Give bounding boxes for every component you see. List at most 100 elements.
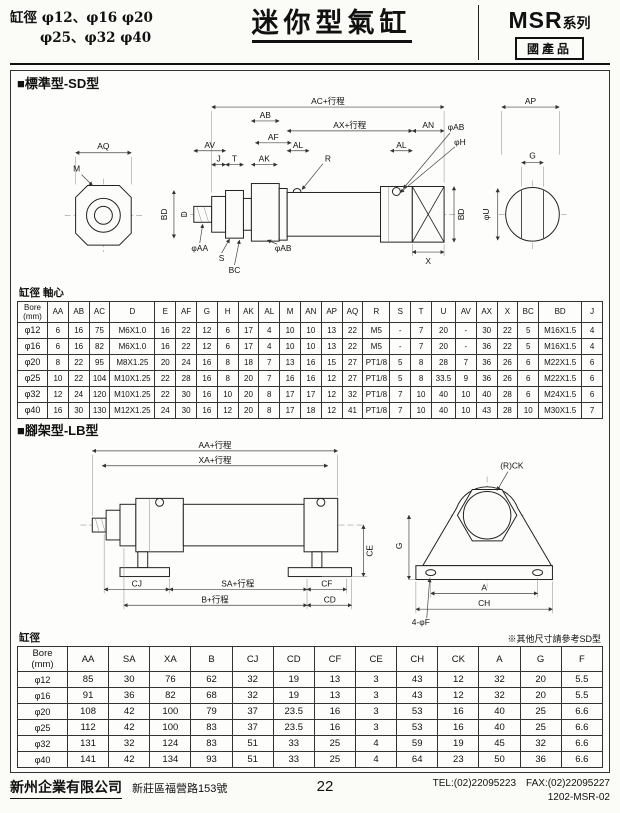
spec-cell: 12: [320, 401, 343, 419]
dim-phi-AB: φAB: [448, 121, 465, 131]
corner-label: 缸徑 軸心: [19, 286, 64, 299]
spec-cell: 16: [67, 321, 90, 339]
dim-BD: BD: [159, 208, 169, 220]
sd-table-corner: 缸徑 軸心: [19, 285, 601, 300]
spec-cell: M10X1.25: [109, 385, 156, 403]
spec-cell: 6: [581, 385, 603, 403]
spec-cell: M30X1.5: [538, 401, 583, 419]
column-header: AC: [88, 300, 111, 323]
spec-cell: 12: [195, 321, 218, 339]
spec-cell: 10: [410, 401, 432, 419]
spec-cell: 17: [279, 385, 301, 403]
spec-cell: 32: [519, 735, 562, 753]
spec-cell: 12: [437, 687, 480, 705]
spec-cell: 6: [47, 321, 69, 339]
spec-cell: 12: [437, 671, 480, 689]
spec-cell: 19: [437, 735, 480, 753]
series-block: MSR系列 國產品: [478, 5, 610, 60]
spec-cell: 16: [299, 369, 322, 387]
spec-cell: 16: [195, 385, 218, 403]
spec-cell: M22X1.5: [538, 369, 583, 387]
spec-cell: 8: [410, 369, 432, 387]
dim-AQ: AQ: [97, 140, 110, 150]
spec-cell: 22: [67, 369, 90, 387]
bore-value: φ32: [17, 735, 68, 753]
spec-cell: M5: [362, 321, 391, 339]
dim-A: A: [481, 583, 487, 593]
column-header: CH: [396, 646, 439, 673]
spec-cell: 36: [475, 369, 498, 387]
spec-cell: 4: [581, 337, 603, 355]
spec-cell: 30: [175, 401, 197, 419]
spec-cell: 30: [108, 671, 151, 689]
dim-AN: AN: [422, 120, 434, 130]
dim-XA-stroke: XA+行程: [199, 455, 233, 465]
spec-cell: 16: [279, 369, 301, 387]
spec-cell: 30: [475, 321, 498, 339]
column-header: AN: [299, 300, 322, 323]
spec-cell: 8: [216, 369, 239, 387]
dim-AX-stroke: AX+行程: [333, 120, 367, 130]
spec-cell: 7: [258, 353, 281, 371]
spec-cell: 4: [581, 321, 603, 339]
side-view: [180, 182, 466, 243]
spec-cell: 6.6: [560, 703, 604, 721]
spec-cell: 24: [154, 401, 177, 419]
bore-value: φ40: [17, 401, 48, 419]
dim-BD: BD: [456, 208, 466, 220]
column-header: AQ: [341, 300, 364, 323]
spec-cell: 10: [454, 385, 477, 403]
lb-side-view: [80, 498, 364, 578]
column-header: XA: [149, 646, 192, 673]
spec-cell: 28: [496, 385, 519, 403]
spec-cell: 8: [258, 401, 281, 419]
spec-cell: 59: [396, 735, 439, 753]
spec-cell: 7: [258, 369, 281, 387]
spec-cell: PT1/8: [362, 353, 391, 371]
spec-cell: 36: [475, 337, 498, 355]
spec-cell: 36: [475, 353, 498, 371]
bore-value: φ40: [17, 751, 68, 769]
column-header: BC: [517, 300, 540, 323]
spec-cell: 108: [66, 703, 110, 721]
spec-cell: 4: [258, 321, 281, 339]
spec-cell: 32: [231, 687, 274, 705]
bore-value: φ16: [17, 337, 48, 355]
spec-cell: 32: [231, 671, 274, 689]
spec-cell: 7: [410, 321, 432, 339]
spec-cell: M24X1.5: [538, 385, 583, 403]
spec-cell: 8: [258, 385, 281, 403]
column-header: CD: [272, 646, 315, 673]
spec-cell: 27: [341, 369, 364, 387]
spec-cell: 30: [67, 401, 90, 419]
spec-cell: 3: [354, 671, 398, 689]
spec-cell: 6: [581, 353, 603, 371]
spec-cell: 16: [67, 337, 90, 355]
spec-cell: 37: [231, 719, 274, 737]
dim-R: R: [325, 153, 331, 163]
spec-cell: 41: [341, 401, 364, 419]
spec-cell: 26: [496, 353, 519, 371]
spec-cell: 13: [279, 353, 301, 371]
dim-phi-AB: φAB: [275, 243, 292, 253]
dim-SA-stroke: SA+行程: [221, 579, 255, 589]
sd-technical-drawing: AQ M: [64, 96, 567, 275]
spec-cell: 6: [517, 353, 540, 371]
spec-cell: 32: [478, 687, 521, 705]
doc-code: 1202-MSR-02: [547, 791, 610, 803]
spec-cell: 28: [430, 353, 456, 371]
spec-cell: 83: [190, 735, 233, 753]
spec-cell: M6X1.0: [109, 337, 156, 355]
spec-cell: M22X1.5: [538, 353, 583, 371]
spec-cell: M8X1.25: [109, 353, 156, 371]
column-header: S: [389, 300, 412, 323]
spec-cell: 8: [410, 353, 432, 371]
spec-cell: 6.6: [560, 719, 604, 737]
column-header: X: [496, 300, 519, 323]
dim-X: X: [425, 256, 431, 266]
spec-cell: M16X1.5: [538, 321, 583, 339]
